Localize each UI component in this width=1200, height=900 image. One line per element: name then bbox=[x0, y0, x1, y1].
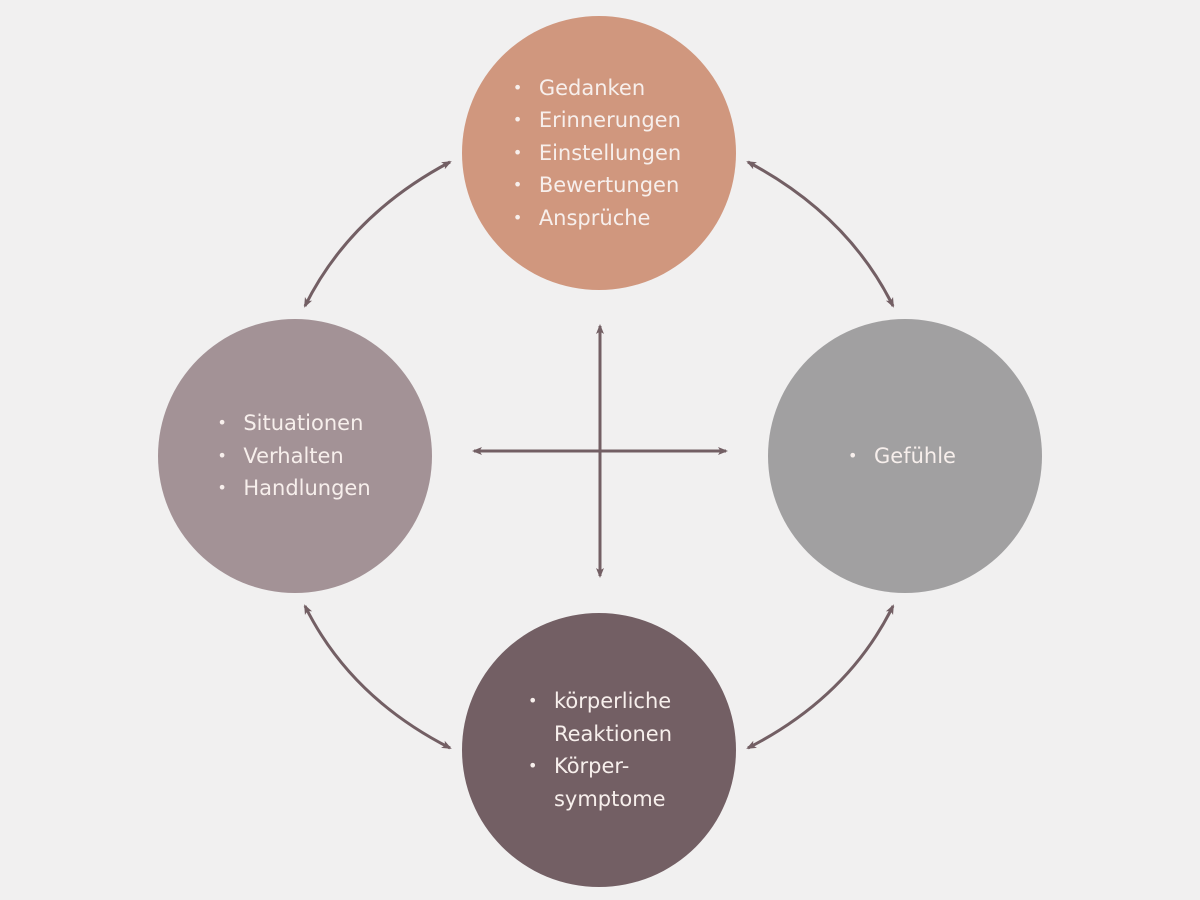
behavior-list: Situationen Verhalten Handlungen bbox=[217, 407, 370, 505]
list-item: Bewertungen bbox=[513, 169, 681, 202]
node-feelings: Gefühle bbox=[768, 319, 1042, 593]
node-behavior: Situationen Verhalten Handlungen bbox=[158, 319, 432, 593]
list-item-line: Körper- bbox=[553, 754, 630, 778]
list-item: Erinnerungen bbox=[513, 104, 681, 137]
feelings-list: Gefühle bbox=[848, 440, 956, 473]
list-item: Situationen bbox=[217, 407, 370, 440]
list-item: Gedanken bbox=[513, 72, 681, 105]
list-item: Körper-symptome bbox=[528, 750, 672, 815]
node-thoughts: Gedanken Erinnerungen Einstellungen Bewe… bbox=[462, 16, 736, 290]
list-item-line: körperliche bbox=[553, 689, 672, 713]
list-item: Einstellungen bbox=[513, 137, 681, 170]
thoughts-list: Gedanken Erinnerungen Einstellungen Bewe… bbox=[513, 72, 681, 235]
list-item: Ansprüche bbox=[513, 202, 681, 235]
list-item: Verhalten bbox=[217, 440, 370, 473]
list-item: Handlungen bbox=[217, 472, 370, 505]
arrow-top-left bbox=[303, 160, 452, 308]
arrow-left-bottom bbox=[303, 604, 452, 750]
list-item-line: Reaktionen bbox=[553, 721, 673, 746]
arrow-right-bottom bbox=[746, 604, 895, 750]
list-item-line: symptome bbox=[553, 786, 666, 811]
arrow-top-right bbox=[746, 160, 895, 308]
list-item: Gefühle bbox=[848, 440, 956, 473]
